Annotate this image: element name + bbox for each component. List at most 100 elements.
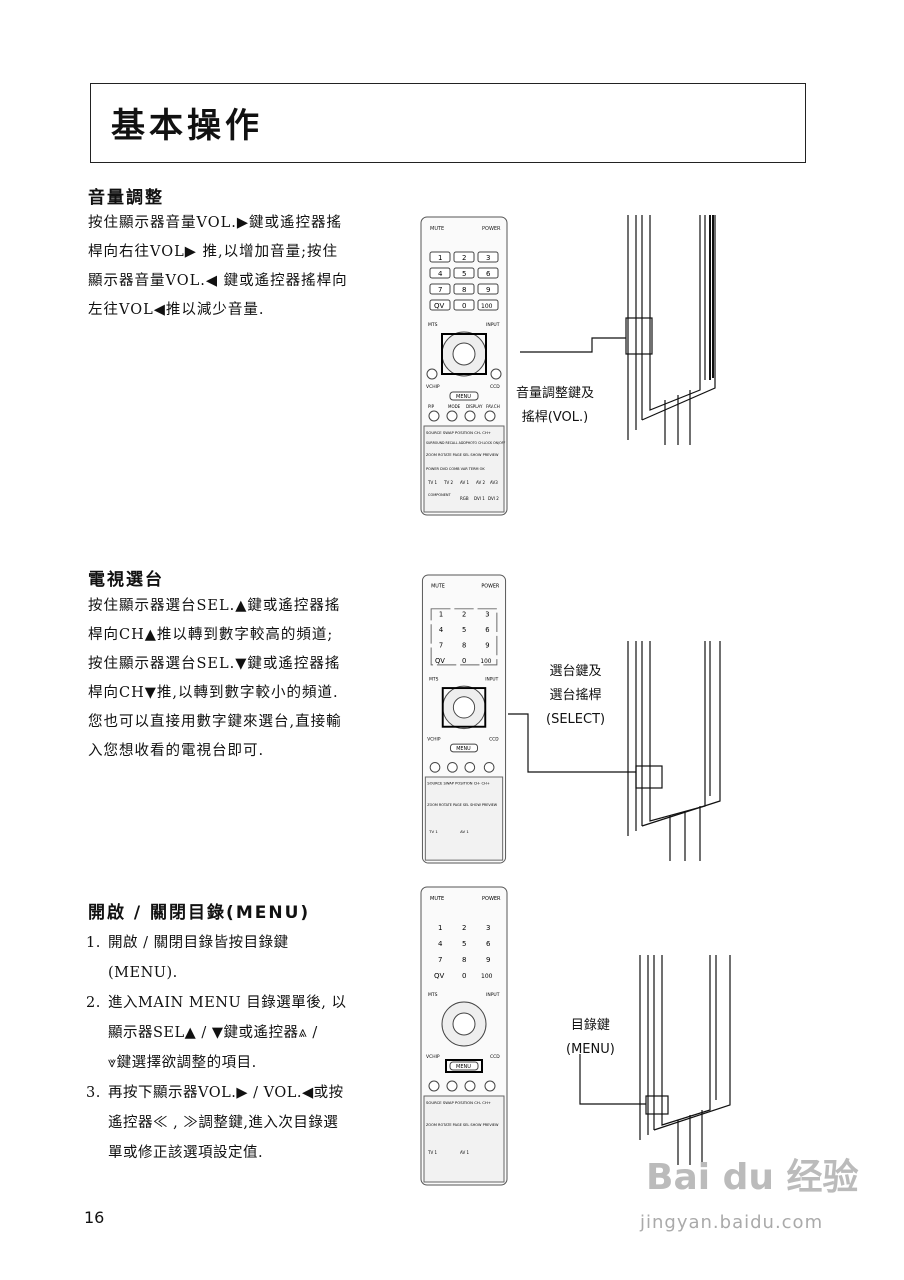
vchip-label: VCHIP bbox=[426, 1054, 440, 1060]
digit-key: 8 bbox=[462, 286, 466, 294]
text-line: 您也可以直接用數字鍵來選台,直接輸 bbox=[88, 714, 342, 730]
remote-power-label: POWER bbox=[482, 896, 501, 902]
list-item: 2. 進入MAIN MENU 目錄選單後, 以 顯示器SEL▲ / ▼鍵或遙控器… bbox=[86, 988, 396, 1078]
remote-control-svg: MUTE POWER 1 2 3 4 5 6 7 8 9 QV 0 100 MT… bbox=[421, 574, 507, 864]
menu-key: MENU bbox=[456, 394, 471, 400]
callout-line: (SELECT) bbox=[546, 712, 606, 727]
callout-volume: 音量調整鍵及 搖桿(VOL.) bbox=[516, 382, 594, 430]
hundred-key: 100 bbox=[481, 973, 493, 980]
input-key: AV 1 bbox=[460, 829, 469, 834]
qv-key: QV bbox=[434, 972, 445, 980]
input-key: AV3 bbox=[490, 480, 498, 485]
callout-line: 目錄鍵 bbox=[570, 1018, 610, 1033]
remote-control-svg: MUTE POWER 1 2 3 4 5 6 7 8 9 QV 0 100 MT… bbox=[420, 886, 508, 1186]
mts-label: MTS bbox=[429, 676, 438, 682]
remote-control-illustration: MUTE POWER 1 2 3 4 5 6 7 8 9 QV 0 100 MT… bbox=[420, 884, 508, 1188]
function-panel bbox=[423, 425, 505, 513]
page-title: 基本操作 bbox=[111, 106, 263, 146]
input-key: DVI 2 bbox=[488, 496, 499, 501]
digit-key: 6 bbox=[485, 626, 489, 634]
remote-control-illustration: MUTE POWER 1 2 3 4 5 6 7 8 9 QV 0 100 MT… bbox=[420, 574, 508, 864]
section-title-menu: 開啟 / 關閉目錄(MENU) bbox=[88, 903, 311, 923]
mode-label: MODE bbox=[448, 404, 461, 409]
section-title-volume: 音量調整 bbox=[88, 188, 164, 208]
qv-key: QV bbox=[435, 657, 445, 665]
callout-line: 音量調整鍵及 bbox=[516, 386, 595, 401]
text-line: 入您想收看的電視台即可. bbox=[88, 743, 265, 759]
digit-key: 9 bbox=[486, 956, 490, 964]
joystick-center bbox=[452, 342, 476, 366]
vchip-label: VCHIP bbox=[427, 736, 441, 742]
digit-key: 7 bbox=[438, 286, 442, 294]
digit-key: 7 bbox=[439, 641, 443, 649]
digit-key: 3 bbox=[485, 611, 489, 619]
list-number: 3. bbox=[86, 1085, 101, 1101]
input-key: AV 1 bbox=[460, 480, 469, 485]
menu-key: MENU bbox=[456, 1064, 471, 1070]
input-key: TV 1 bbox=[428, 829, 438, 834]
digit-key: 8 bbox=[462, 956, 466, 964]
remote-power-label: POWER bbox=[481, 584, 500, 590]
digit-key: 5 bbox=[462, 940, 466, 948]
remote-control-svg: MUTE POWER 1 2 3 4 5 6 7 8 9 QV 0 100 MT… bbox=[420, 216, 508, 516]
remote-power-label: POWER bbox=[482, 226, 501, 232]
ccd-label: CCD bbox=[490, 1054, 500, 1060]
remote-mute-label: MUTE bbox=[430, 226, 444, 232]
digit-key: 0 bbox=[462, 657, 466, 665]
vchip-label: VCHIP bbox=[426, 384, 440, 390]
watermark-logo: Bai du 经验 bbox=[646, 1157, 859, 1198]
digit-key: 4 bbox=[438, 270, 443, 278]
text-line: 開啟 / 關閉目錄皆按目錄鍵 bbox=[108, 935, 289, 951]
digit-key: 0 bbox=[462, 302, 466, 310]
text-line: 進入MAIN MENU 目錄選單後, 以 bbox=[108, 995, 347, 1011]
func-row: ZOOM ROTATE PAGE SEL SHOW PREVIEW bbox=[426, 453, 499, 457]
section-body-menu: 1. 開啟 / 關閉目錄皆按目錄鍵 (MENU). 2. 進入MAIN MENU… bbox=[86, 928, 396, 1168]
source-row: SOURCE SWAP POSITION CH- CH+ bbox=[426, 430, 491, 435]
callout-select: 選台鍵及 選台搖桿 (SELECT) bbox=[546, 660, 605, 732]
input-key: TV 1 bbox=[427, 1150, 437, 1155]
callout-menu: 目錄鍵 (MENU) bbox=[566, 1014, 615, 1062]
digit-key: 8 bbox=[462, 641, 466, 649]
pip-label: PIP bbox=[428, 404, 435, 409]
joystick-highlight bbox=[441, 687, 487, 728]
list-item: 3. 再按下顯示器VOL.▶ / VOL.◀或按 遙控器≪ , ≫調整鍵,進入次… bbox=[86, 1078, 396, 1168]
list-number: 2. bbox=[86, 995, 101, 1011]
text-line: 按住顯示器音量VOL.▶鍵或遙控器搖 bbox=[88, 215, 342, 231]
input-key: AV 2 bbox=[476, 480, 485, 485]
digit-key: 9 bbox=[485, 641, 489, 649]
ccd-label: CCD bbox=[489, 736, 499, 742]
func-row: POWER DVD COMB VAR TERM OK bbox=[426, 467, 485, 471]
digit-key: 2 bbox=[462, 924, 466, 932]
mts-label: MTS bbox=[428, 322, 438, 328]
remote-control-illustration: MUTE POWER 1 2 3 4 5 6 7 8 9 QV 0 100 MT… bbox=[420, 216, 508, 516]
remote-mute-label: MUTE bbox=[430, 896, 444, 902]
input-key: AV 1 bbox=[460, 1150, 469, 1155]
page-title-box: 基本操作 bbox=[90, 83, 806, 163]
page-number: 16 bbox=[84, 1208, 105, 1227]
digit-key: 4 bbox=[438, 940, 443, 948]
list-number: 1. bbox=[86, 935, 101, 951]
monitor-side-view bbox=[579, 955, 731, 1165]
text-line: 單或修正該選項設定值. bbox=[108, 1145, 264, 1161]
digit-key: 3 bbox=[486, 254, 490, 262]
menu-key: MENU bbox=[456, 746, 471, 752]
text-line: ⩔鍵選擇欲調整的項目. bbox=[108, 1055, 257, 1071]
digit-key: 4 bbox=[439, 626, 443, 634]
hundred-key: 100 bbox=[480, 659, 491, 665]
favch-label: FAV.CH bbox=[486, 404, 500, 409]
digit-key: 9 bbox=[486, 286, 490, 294]
digit-key: 6 bbox=[486, 270, 491, 278]
section-title-channel: 電視選台 bbox=[88, 570, 164, 590]
input-key: TV 2 bbox=[443, 480, 453, 485]
digit-key: 3 bbox=[486, 924, 490, 932]
menu-highlight bbox=[445, 1059, 483, 1073]
text-line: 左往VOL◀推以減少音量. bbox=[88, 302, 265, 318]
component-label: COMPONENT bbox=[428, 493, 452, 497]
text-line: 按住顯示器選台SEL.▲鍵或遙控器搖 bbox=[88, 598, 341, 614]
text-line: 桿向CH▲推以轉到數字較高的頻道; bbox=[88, 627, 334, 643]
text-line: 顯示器音量VOL.◀ 鍵或遙控器搖桿向 bbox=[88, 273, 348, 289]
callout-line: 搖桿(VOL.) bbox=[521, 410, 589, 425]
digit-key: 5 bbox=[462, 270, 466, 278]
text-line: (MENU). bbox=[108, 965, 178, 981]
source-row: SOURCE SWAP POSITION CH- CH+ bbox=[427, 782, 490, 786]
